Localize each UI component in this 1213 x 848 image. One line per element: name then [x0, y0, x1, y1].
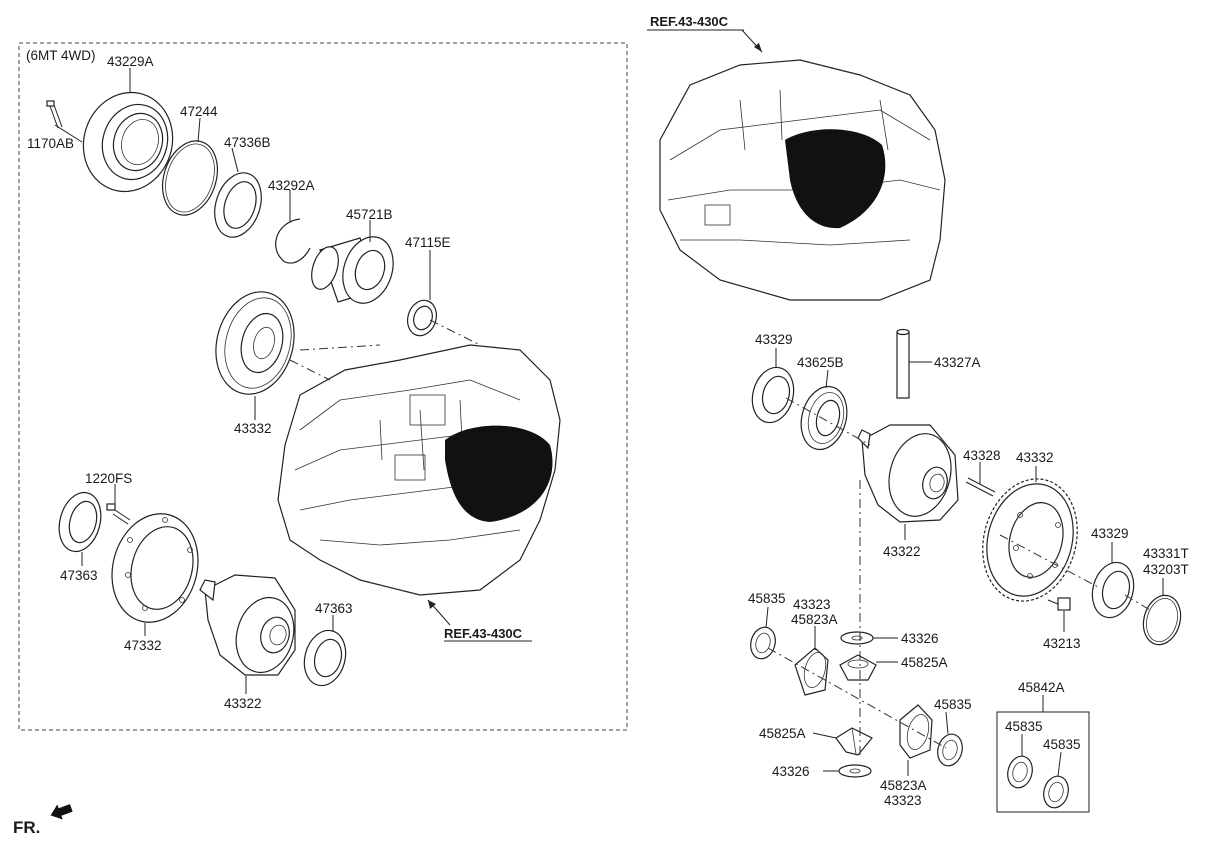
washer-45835-d[interactable] — [1040, 773, 1071, 810]
bearing-43329-a[interactable] — [746, 363, 799, 427]
bolt-43213[interactable] — [1047, 597, 1071, 611]
seal-47336B[interactable] — [207, 167, 269, 243]
label-43213: 43213 — [1043, 636, 1081, 651]
ref-link-top[interactable]: REF.43-430C — [650, 14, 729, 29]
transmission-case-left — [277, 344, 561, 596]
label-43332-right: 43332 — [1016, 450, 1054, 465]
seal-47363-b[interactable] — [298, 626, 351, 690]
pin-43328[interactable] — [965, 477, 996, 497]
label-1220FS: 1220FS — [85, 471, 132, 486]
pinion-gear-45823A-a[interactable] — [794, 647, 829, 696]
label-47244: 47244 — [180, 104, 218, 119]
bolt-1220FS[interactable] — [106, 503, 131, 525]
label-47115E: 47115E — [405, 235, 451, 250]
assembly-group-box — [18, 42, 628, 731]
label-45835-d: 45835 — [1043, 737, 1081, 752]
label-43292A: 43292A — [268, 178, 315, 193]
label-43326-a: 43326 — [901, 631, 939, 646]
shaft-43327A[interactable] — [896, 328, 910, 399]
label-45835-a: 45835 — [748, 591, 786, 606]
label-1170AB: 1170AB — [27, 136, 74, 151]
label-45721B: 45721B — [346, 207, 393, 222]
washer-45835-b[interactable] — [934, 731, 965, 768]
label-43203T: 43203T — [1143, 562, 1189, 577]
ref-link-bottom[interactable]: REF.43-430C — [444, 626, 523, 641]
label-47363-a: 47363 — [60, 568, 98, 583]
seal-47363-a[interactable] — [53, 488, 107, 556]
fr-label: FR. — [13, 818, 40, 837]
ring-gear-43332-left[interactable] — [205, 283, 305, 403]
label-45835-c: 45835 — [1005, 719, 1043, 734]
washer-45835-a[interactable] — [747, 624, 778, 661]
differential-case-43322-left[interactable] — [199, 574, 302, 679]
shim-43331T-43203T[interactable] — [1138, 591, 1186, 649]
front-direction-indicator: FR. — [13, 804, 73, 837]
label-45823A-b: 45823A — [880, 778, 927, 793]
label-45842A: 45842A — [1018, 680, 1065, 695]
front-arrow-icon — [50, 804, 73, 820]
label-43322-left: 43322 — [224, 696, 262, 711]
leader-lines-right — [765, 348, 1164, 777]
bearing-housing-43229A[interactable] — [71, 81, 186, 203]
label-45825A-b: 45825A — [759, 726, 806, 741]
snap-ring-43292A[interactable] — [275, 218, 311, 264]
label-43329-b: 43329 — [1091, 526, 1129, 541]
label-47363-b: 47363 — [315, 601, 353, 616]
washer-45835-c[interactable] — [1004, 753, 1035, 790]
sleeve-45721B[interactable] — [307, 230, 402, 310]
bearing-43329-b[interactable] — [1086, 558, 1139, 622]
label-43322-right: 43322 — [883, 544, 921, 559]
label-43327A: 43327A — [934, 355, 981, 370]
gear-43625B[interactable] — [794, 381, 853, 454]
bolt-1170AB[interactable] — [46, 100, 63, 129]
label-43328: 43328 — [963, 448, 1001, 463]
label-43625B: 43625B — [797, 355, 844, 370]
ring-gear-43332-right[interactable] — [970, 468, 1091, 612]
label-43229A: 43229A — [107, 54, 154, 69]
variant-label: (6MT 4WD) — [26, 48, 96, 63]
label-45835-b: 45835 — [934, 697, 972, 712]
side-gear-45825A-a[interactable] — [839, 654, 877, 681]
label-47336B: 47336B — [224, 135, 271, 150]
label-47332: 47332 — [124, 638, 162, 653]
label-45825A-a: 45825A — [901, 655, 948, 670]
label-43326-b: 43326 — [772, 764, 810, 779]
label-43323-b: 43323 — [884, 793, 922, 808]
transmission-case-right — [659, 59, 946, 301]
label-43323-a: 43323 — [793, 597, 831, 612]
label-43332-left: 43332 — [234, 421, 272, 436]
washer-43326-b[interactable] — [838, 764, 872, 778]
seal-47115E[interactable] — [403, 297, 441, 340]
label-43329-a: 43329 — [755, 332, 793, 347]
label-45823A-a: 45823A — [791, 612, 838, 627]
label-43331T: 43331T — [1143, 546, 1189, 561]
pinion-gear-45823A-b[interactable] — [899, 704, 933, 759]
differential-case-43322-right[interactable] — [857, 424, 960, 523]
ring-47332[interactable] — [100, 504, 210, 632]
side-gear-45825A-b[interactable] — [835, 727, 873, 756]
washer-43326-a[interactable] — [840, 631, 874, 645]
o-ring-47244[interactable] — [154, 134, 227, 222]
leader-lines-left — [54, 68, 481, 694]
